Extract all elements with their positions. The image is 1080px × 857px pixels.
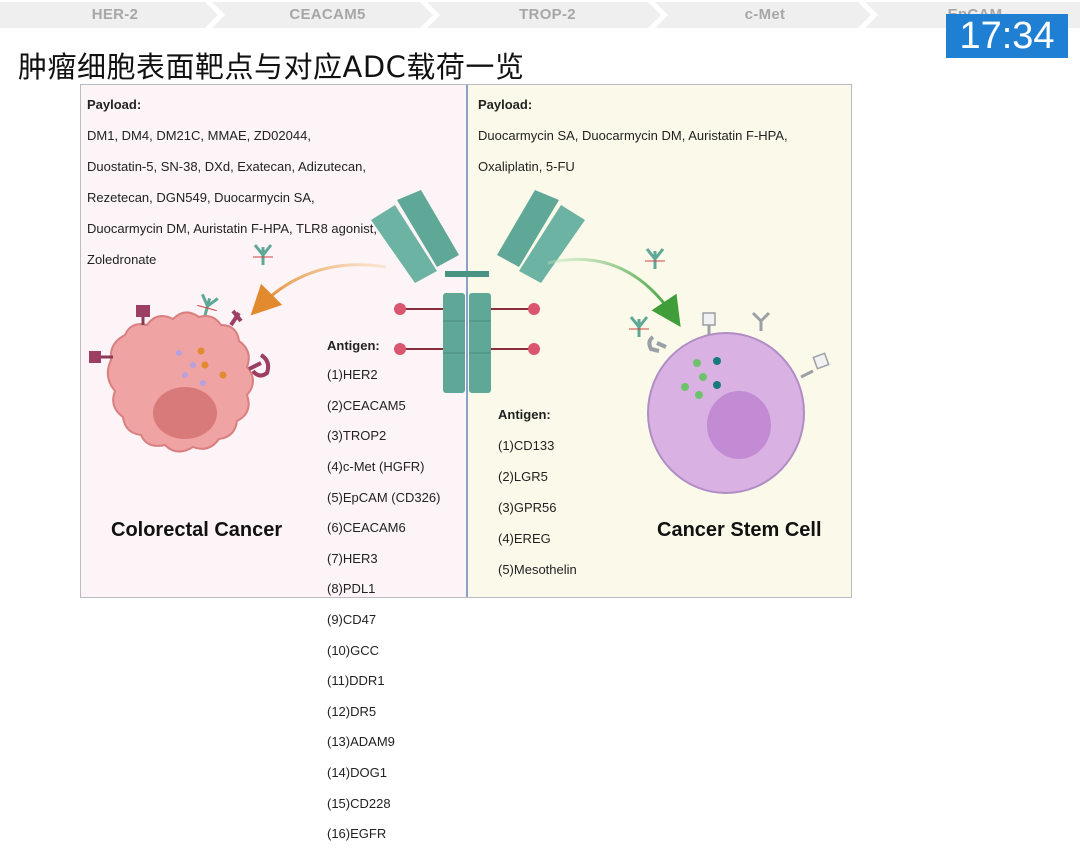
antigen-item: (11)DDR1 [327, 673, 385, 689]
adc-figure: Payload: DM1, DM4, DM21C, MMAE, ZD02044,… [80, 84, 852, 841]
tab-trop2[interactable]: TROP-2 [519, 6, 576, 23]
antigen-item: (5)EpCAM (CD326) [327, 489, 441, 505]
breadcrumb-background [0, 2, 1080, 28]
colorectal-cancer-cell-icon [89, 305, 271, 453]
antigen-item: (14)DOG1 [327, 765, 387, 781]
payload-line: Rezetecan, DGN549, Duocarmycin SA, [87, 189, 315, 205]
arrow-to-colorectal-icon [250, 263, 387, 316]
antigen-item: (8)PDL1 [327, 581, 376, 597]
antigen-item: (4)c-Met (HGFR) [327, 459, 425, 475]
cancer-stem-cell-label: Cancer Stem Cell [657, 519, 822, 541]
antigen-item: (12)DR5 [327, 703, 377, 719]
right-payload-list: Duocarmycin SA, Duocarmycin DM, Auristat… [478, 112, 788, 190]
payload-line: Oxaliplatin, 5-FU [478, 158, 575, 174]
antigen-item: (6)CEACAM6 [327, 520, 406, 536]
antigen-item: (10)GCC [327, 642, 380, 658]
colorectal-cancer-label: Colorectal Cancer [111, 519, 283, 541]
payload-line: Zoledronate [87, 251, 157, 267]
antigen-item: (3)GPR56 [498, 499, 557, 515]
tab-ceacam5[interactable]: CEACAM5 [289, 6, 366, 23]
timer-display: 17:34 [946, 14, 1068, 58]
payload-line: Duocarmycin DM, Auristatin F-HPA, TLR8 a… [87, 220, 377, 236]
antigen-item: (2)LGR5 [498, 468, 548, 484]
cancer-stem-cell-icon [647, 311, 830, 494]
antigen-item: (7)HER3 [327, 550, 378, 566]
antigen-item: (5)Mesothelin [498, 561, 577, 577]
left-payload-title: Payload: [87, 97, 142, 112]
antigen-item: (9)CD47 [327, 612, 377, 628]
tab-cmet[interactable]: c-Met [744, 6, 786, 23]
left-payload-list: DM1, DM4, DM21C, MMAE, ZD02044, Duostati… [87, 112, 377, 283]
antigen-item: (15)CD228 [327, 795, 391, 811]
tab-her2[interactable]: HER-2 [91, 6, 139, 23]
left-antigen-list: (1)HER2 (2)CEACAM5 (3)TROP2 (4)c-Met (HG… [327, 352, 440, 857]
payload-line: DM1, DM4, DM21C, MMAE, ZD02044, [87, 127, 311, 143]
antigen-item: (2)CEACAM5 [327, 397, 406, 413]
antigen-item: (3)TROP2 [327, 428, 387, 444]
right-antigen-title: Antigen: [498, 407, 551, 422]
antigen-item: (4)EREG [498, 530, 551, 546]
antigen-item: (13)ADAM9 [327, 734, 395, 750]
small-adc-icon [197, 244, 665, 337]
right-payload-title: Payload: [478, 97, 533, 112]
antibody-icon [371, 190, 585, 393]
right-antigen-list: (1)CD133 (2)LGR5 (3)GPR56 (4)EREG (5)Mes… [498, 422, 577, 593]
figure-artwork [89, 190, 830, 494]
antigen-item: (16)EGFR [327, 826, 387, 842]
payload-line: Duocarmycin SA, Duocarmycin DM, Auristat… [478, 127, 788, 143]
arrow-to-stem-cell-icon [547, 257, 681, 327]
panel-divider [466, 85, 468, 597]
antigen-item: (1)HER2 [327, 367, 378, 383]
page-title: 肿瘤细胞表面靶点与对应ADC载荷一览 [18, 50, 525, 84]
right-panel [468, 85, 851, 597]
breadcrumb: HER-2 CEACAM5 TROP-2 c-Met EpCAM [0, 2, 1080, 28]
payload-line: Duostatin-5, SN-38, DXd, Exatecan, Adizu… [87, 158, 366, 174]
antigen-item: (1)CD133 [498, 437, 555, 453]
left-antigen-title: Antigen: [327, 338, 380, 353]
